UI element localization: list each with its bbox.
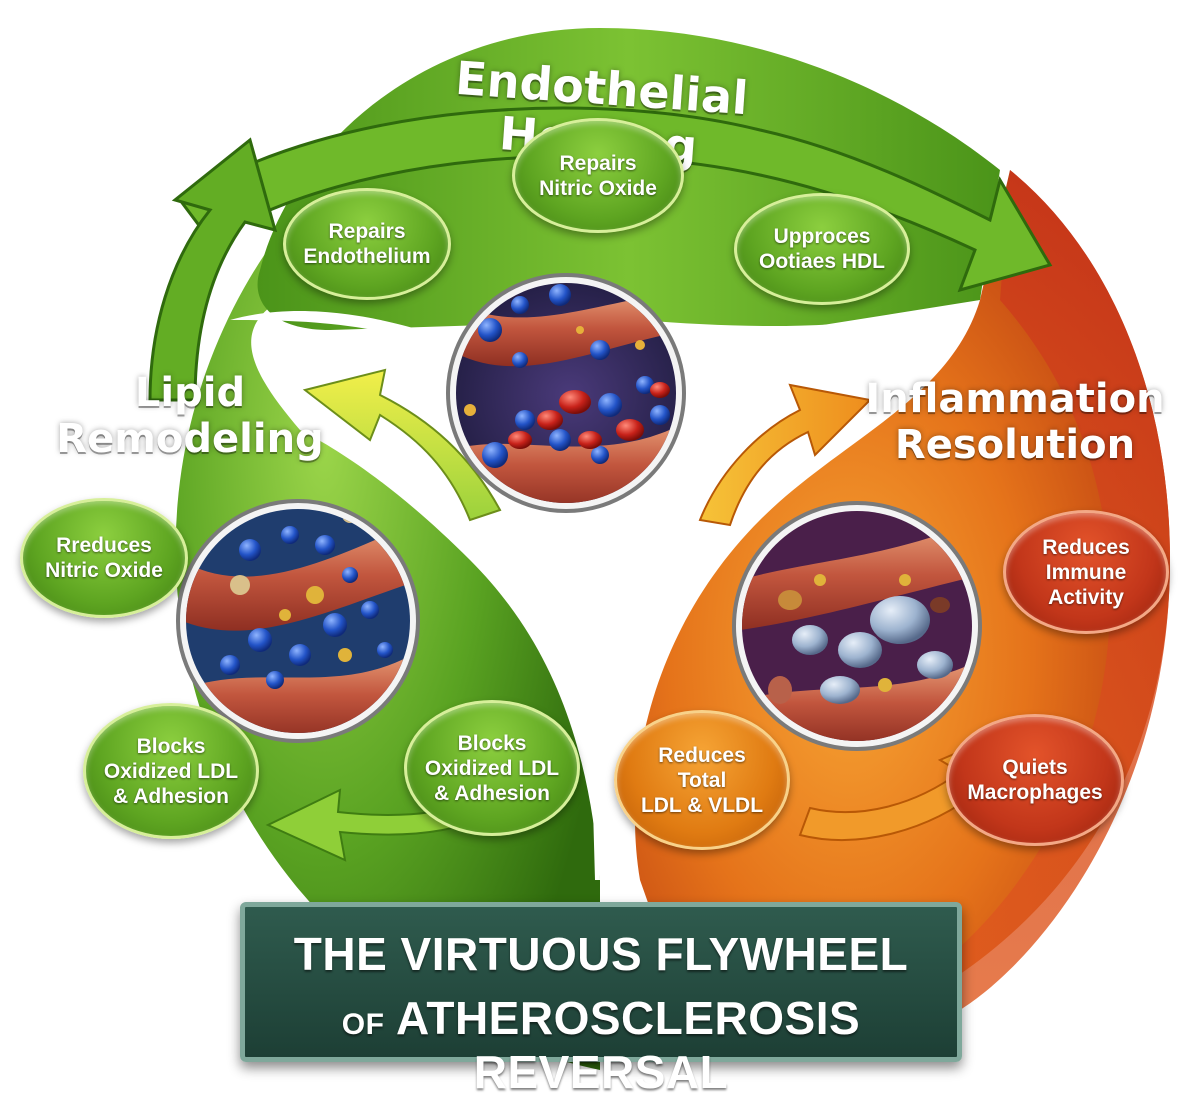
flywheel-diagram: Endothelial Healing Lipid Remodeling Inf…	[20, 28, 1170, 1098]
section-title-inflammation-line1: Inflammation	[865, 376, 1165, 422]
node-improves-hdl: Upproces Ootiaes HDL	[734, 193, 910, 305]
section-title-lipid-line2: Remodeling	[56, 416, 324, 462]
node-reduces-immune-activity: Reduces Immune Activity	[1003, 510, 1169, 634]
node-label: Upproces Ootiaes HDL	[758, 225, 886, 273]
title-line-1: THE VIRTUOUS FLYWHEEL	[293, 928, 909, 980]
title-line-2: OF ATHEROSCLEROSIS REVERSAL	[245, 991, 957, 1099]
node-reduces-nitric-oxide: Rreduces Nitric Oxide	[20, 498, 188, 618]
section-title-inflammation-resolution: Inflammation Resolution	[860, 376, 1170, 468]
artery-cross-section-icon	[176, 499, 420, 743]
cycle-arrow-icon	[148, 106, 1053, 862]
node-blocks-oxidized-ldl-left: Blocks Oxidized LDL & Adhesion	[83, 703, 259, 839]
node-label: Repairs Nitric Oxide	[539, 151, 657, 200]
title-line-2-main: ATHEROSCLEROSIS REVERSAL	[396, 992, 861, 1098]
node-reduces-total-ldl-vldl: Reduces Total LDL & VLDL	[614, 710, 790, 850]
section-title-lipid-remodeling: Lipid Remodeling	[40, 370, 340, 462]
title-line-2-prefix: OF	[341, 1008, 385, 1041]
node-label: Blocks Oxidized LDL & Adhesion	[103, 734, 239, 808]
title-banner: THE VIRTUOUS FLYWHEEL OF ATHEROSCLEROSIS…	[240, 902, 962, 1098]
node-label: Blocks Oxidized LDL & Adhesion	[424, 731, 560, 805]
section-title-lipid-line1: Lipid	[134, 370, 246, 416]
node-label: Quiets Macrophages	[967, 756, 1103, 804]
artery-cross-section-icon	[732, 501, 982, 751]
node-repairs-nitric-oxide: Repairs Nitric Oxide	[512, 118, 684, 233]
node-label: Reduces Total LDL & VLDL	[640, 743, 764, 817]
node-label: Rreduces Nitric Oxide	[45, 534, 163, 582]
node-quiets-macrophages: Quiets Macrophages	[946, 714, 1124, 846]
section-title-inflammation-line2: Resolution	[894, 422, 1136, 468]
artery-cross-section-icon	[446, 273, 686, 513]
node-label: Reduces Immune Activity	[1042, 535, 1130, 609]
node-label: Repairs Endothelium	[303, 220, 431, 268]
node-blocks-oxidized-ldl-right: Blocks Oxidized LDL & Adhesion	[404, 700, 580, 836]
node-repairs-endothelium: Repairs Endothelium	[283, 188, 451, 300]
